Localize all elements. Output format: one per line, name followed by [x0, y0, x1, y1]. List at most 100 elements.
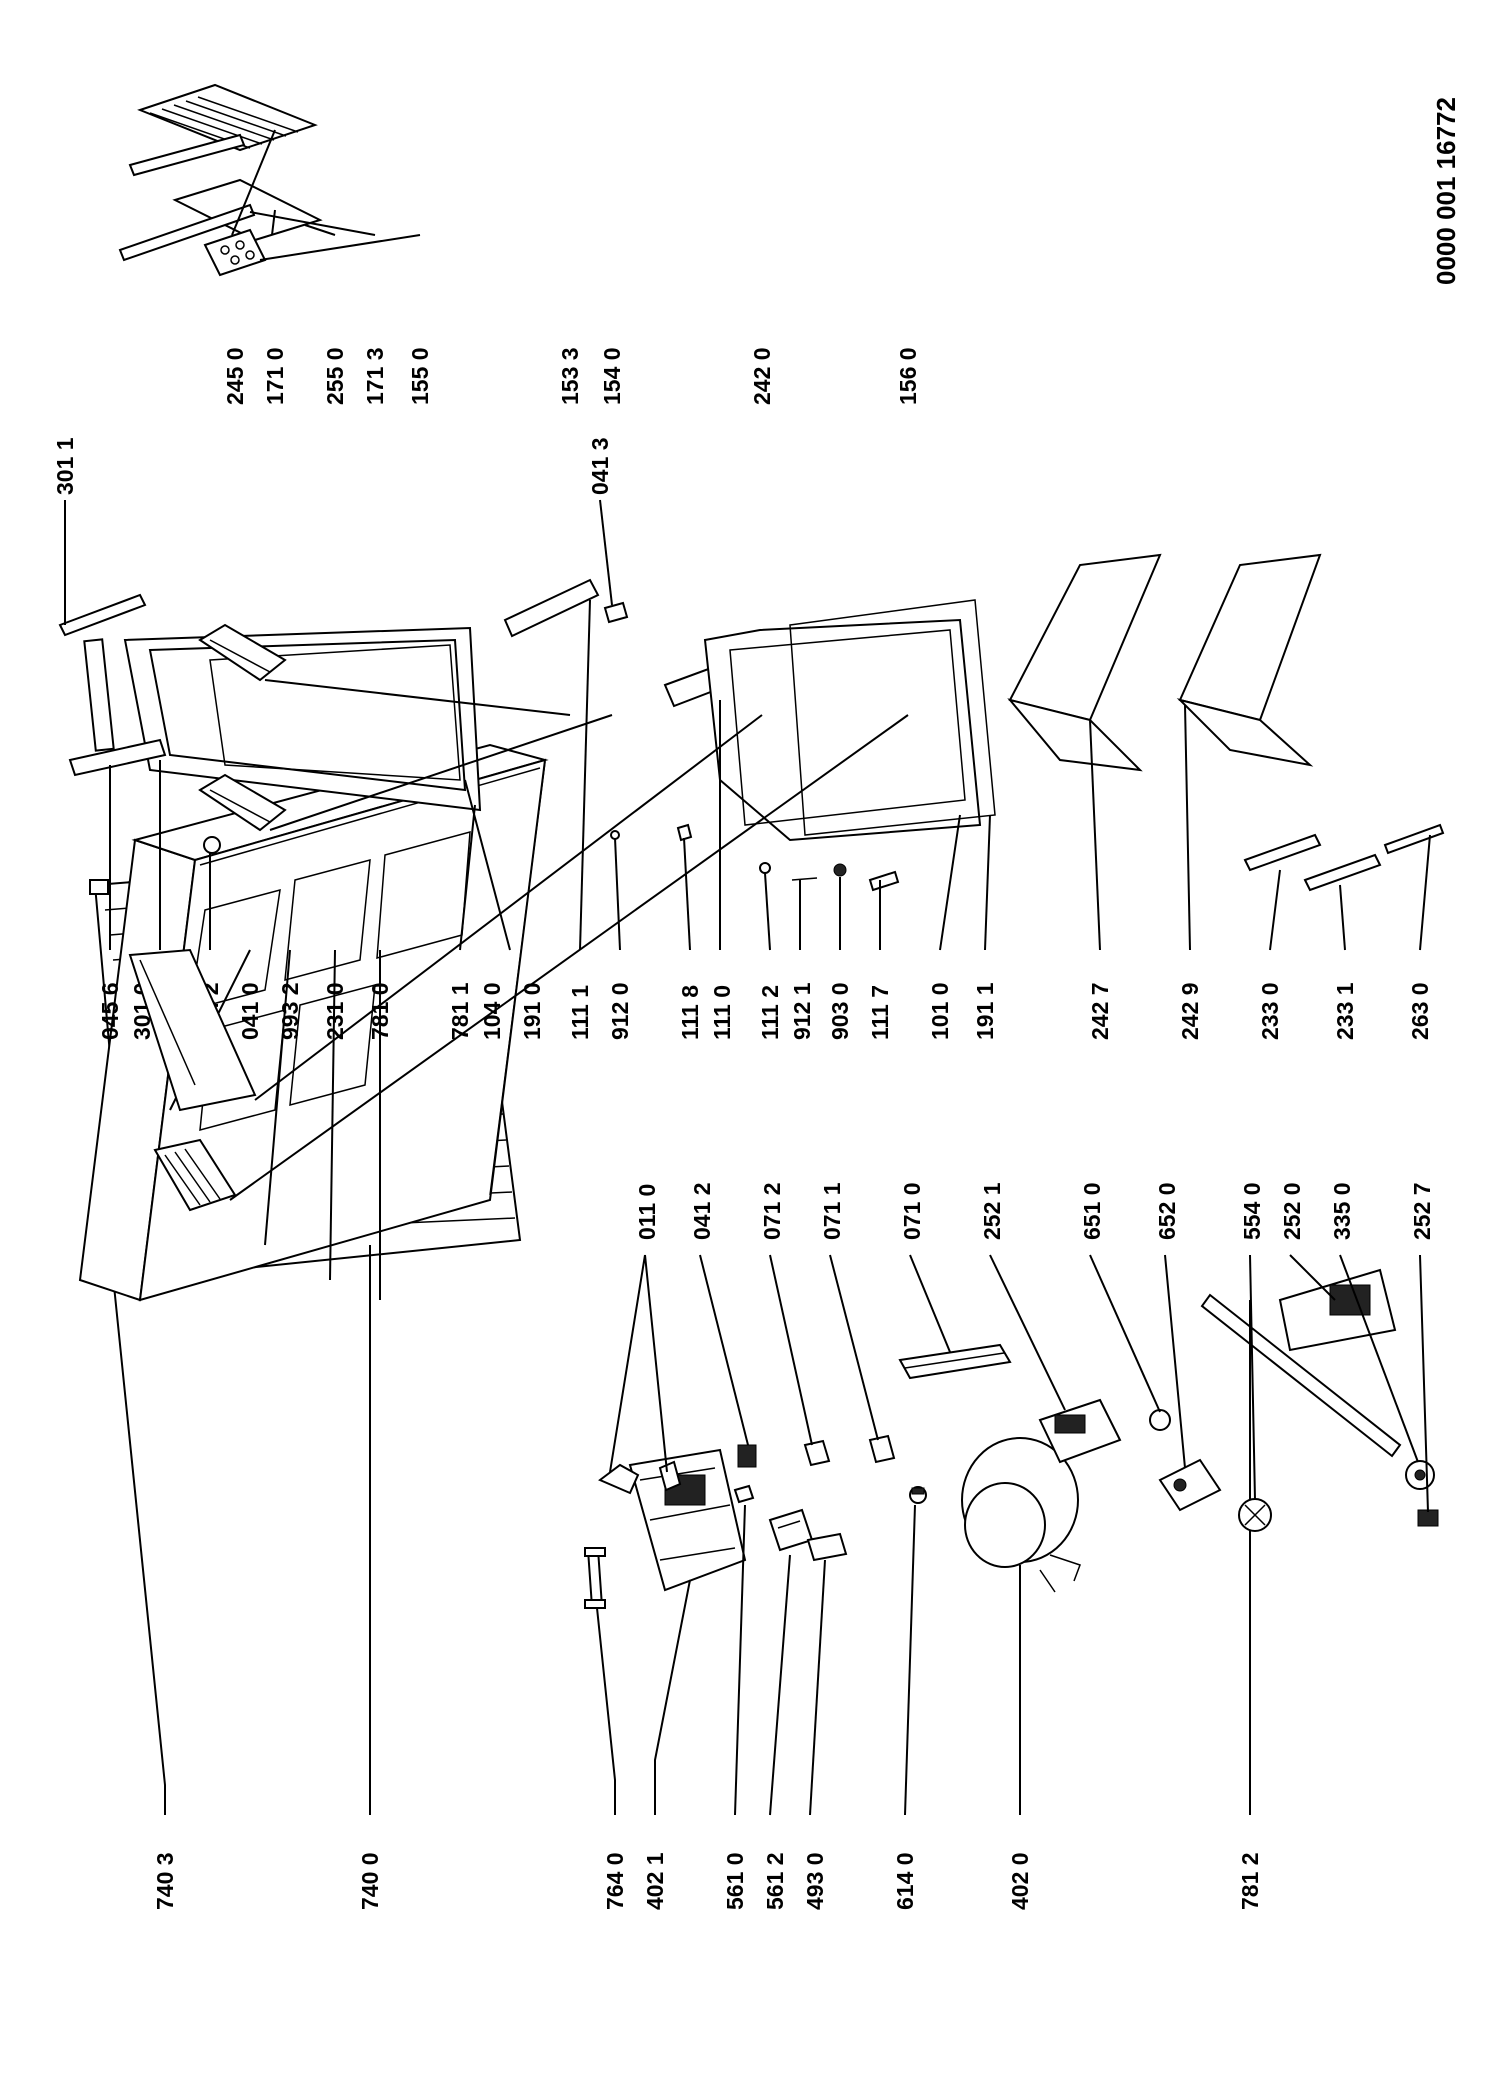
label-7811: 781 1	[447, 982, 473, 1040]
part-9042	[203, 836, 221, 854]
label-7403: 740 3	[152, 1852, 178, 1910]
part-9030	[833, 863, 847, 877]
label-3011: 301 1	[52, 437, 78, 495]
label-0410: 041 0	[237, 982, 263, 1040]
label-5610: 561 0	[722, 1852, 748, 1910]
label-0711: 071 1	[819, 1182, 845, 1240]
part-1118	[676, 823, 693, 842]
rail-part-2331	[1303, 853, 1382, 892]
part-9120	[610, 830, 620, 840]
label-6140: 614 0	[892, 1852, 918, 1910]
label-9121: 912 1	[789, 982, 815, 1040]
label-2330: 233 0	[1257, 982, 1283, 1040]
relay-box-part-4021	[628, 1448, 747, 1592]
label-2550: 255 0	[322, 347, 348, 405]
label-6520: 652 0	[1154, 1182, 1180, 1240]
freezer-door-drawing	[703, 599, 996, 842]
label-2521: 252 1	[979, 1182, 1005, 1240]
lamp-part-6140	[909, 1486, 927, 1504]
door-bin-part-1533	[198, 623, 287, 682]
thermostat-part-5612	[768, 1508, 814, 1552]
drawer-part-2427	[1007, 553, 1162, 772]
label-5540: 554 0	[1239, 1182, 1265, 1240]
label-7640: 764 0	[602, 1852, 628, 1910]
label-1710: 171 0	[262, 347, 288, 405]
label-1911: 191 1	[972, 982, 998, 1040]
label-4021: 402 1	[642, 1852, 668, 1910]
label-6510: 651 0	[1079, 1182, 1105, 1240]
label-4930: 493 0	[802, 1852, 828, 1910]
leader-lines-col4	[229, 129, 909, 1201]
drier-part-7640	[584, 1547, 606, 1609]
part-5540	[1238, 1498, 1272, 1532]
strip-part-1713	[118, 203, 256, 262]
ice-tray-part-1560	[153, 1138, 237, 1212]
compressor-part-4020	[961, 1437, 1081, 1593]
part-0710	[898, 1343, 1012, 1380]
label-9120: 912 0	[607, 982, 633, 1040]
label-0712: 071 2	[759, 1182, 785, 1240]
strip-part-1710	[128, 133, 246, 177]
label-4020: 402 0	[1007, 1852, 1033, 1910]
label-1118: 111 8	[677, 985, 703, 1040]
drawer-part-2429	[1176, 553, 1322, 767]
label-0110: 011 0	[634, 1184, 660, 1240]
label-1112: 111 2	[757, 985, 783, 1040]
label-1910: 191 0	[519, 982, 545, 1040]
label-1117: 111 7	[867, 985, 893, 1040]
rail-part-3011	[58, 593, 147, 637]
part-0712	[803, 1439, 831, 1467]
wire-shelf-part-2450	[137, 83, 318, 152]
rail-part-2630	[1383, 823, 1445, 855]
document-number: 0000 001 16772	[1431, 97, 1461, 285]
part-0711	[868, 1434, 896, 1464]
label-3350: 335 0	[1329, 1182, 1355, 1240]
part-0412	[737, 1444, 757, 1468]
door-bin-part-1540	[198, 773, 287, 832]
thermostat-part-5610	[733, 1484, 755, 1504]
label-1560: 156 0	[895, 347, 921, 405]
crisper-part-2420	[128, 948, 257, 1112]
label-2527: 252 7	[1409, 1182, 1435, 1240]
label-9030: 903 0	[827, 982, 853, 1040]
label-7812: 781 2	[1237, 1852, 1263, 1910]
label-1040: 104 0	[479, 982, 505, 1040]
label-1550: 155 0	[407, 347, 433, 405]
part-1112	[759, 862, 771, 874]
hinge-part-1111	[503, 578, 600, 638]
labels-col2: 011 0 041 2 071 2 071 1 071 0 252 1 651 …	[634, 1182, 1435, 1240]
leader-lines-col2	[609, 1254, 1429, 1513]
part-9121	[791, 877, 818, 881]
part-0413	[603, 601, 629, 624]
label-2427: 242 7	[1087, 982, 1113, 1040]
label-1533: 153 3	[557, 347, 583, 405]
label-1010: 101 0	[927, 982, 953, 1040]
part-2521	[1038, 1398, 1122, 1464]
part-6520	[1158, 1458, 1222, 1512]
label-1540: 154 0	[599, 347, 625, 405]
leader-lines-col1	[107, 1226, 1251, 1816]
label-2331: 233 1	[1332, 982, 1358, 1040]
label-0412: 041 2	[689, 1182, 715, 1240]
label-1111: 111 1	[567, 985, 593, 1040]
label-5612: 561 2	[762, 1852, 788, 1910]
connector-part-4930	[806, 1532, 848, 1562]
label-2450: 245 0	[222, 347, 248, 405]
label-2630: 263 0	[1407, 982, 1433, 1040]
labels-col4: 245 0 171 0 255 0 171 3 155 0 153 3 154 …	[222, 347, 921, 405]
part-1117	[868, 870, 900, 892]
label-2520: 252 0	[1279, 1182, 1305, 1240]
label-2310: 231 0	[322, 982, 348, 1040]
label-1110: 111 0	[709, 985, 735, 1040]
leader-lines-col3	[64, 499, 1431, 1300]
part-2520	[1278, 1268, 1397, 1352]
part-3350	[1405, 1460, 1435, 1490]
part-2527	[1417, 1509, 1439, 1527]
label-0710: 071 0	[899, 1182, 925, 1240]
part-6510	[1149, 1409, 1171, 1431]
handle-part-3010	[68, 738, 167, 777]
label-2429: 242 9	[1177, 982, 1203, 1040]
label-7400: 740 0	[357, 1852, 383, 1910]
